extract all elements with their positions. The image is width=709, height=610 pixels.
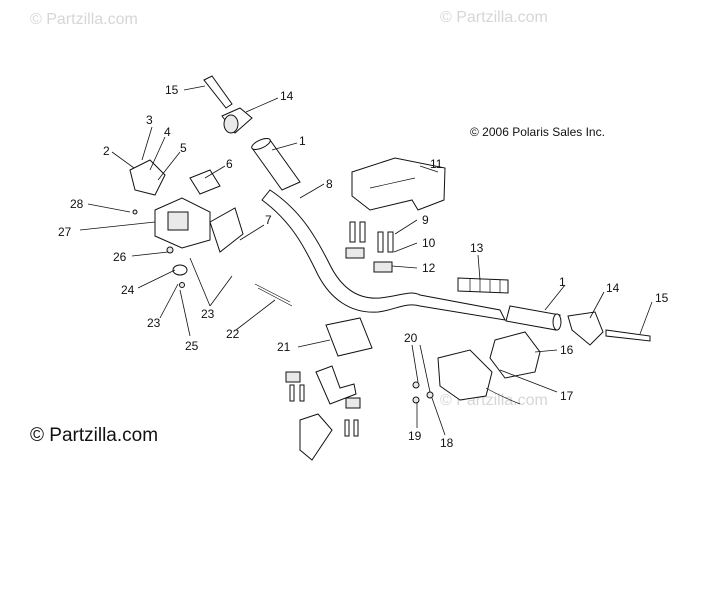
callout-7: 7 [265, 213, 272, 227]
copyright-text: © 2006 Polaris Sales Inc. [470, 125, 605, 139]
grip-left [251, 138, 301, 191]
callout-5: 5 [180, 141, 187, 155]
callout-8: 8 [326, 177, 333, 191]
callout-28: 28 [70, 197, 84, 211]
throttle-assembly [412, 331, 541, 405]
bolt-top [203, 75, 233, 109]
bolt-right [605, 329, 651, 342]
callout-1-right: 1 [559, 275, 566, 289]
grip-right [505, 305, 562, 331]
callout-16: 16 [560, 343, 574, 357]
callout-23-right: 23 [201, 307, 215, 321]
callout-6: 6 [226, 157, 233, 171]
watermark-top-right: © Partzilla.com [440, 9, 548, 26]
callout-13: 13 [470, 241, 484, 255]
callouts: 1 1 2 3 4 5 6 7 8 9 10 11 12 13 14 14 15… [58, 83, 669, 450]
callout-1-left: 1 [299, 134, 306, 148]
callout-14-right: 14 [606, 281, 620, 295]
handlebar-pad [351, 157, 446, 211]
callout-26: 26 [113, 250, 127, 264]
callout-15-right: 15 [655, 291, 669, 305]
brand-text: © Partzilla.com [30, 425, 158, 446]
callout-17: 17 [560, 389, 574, 403]
callout-14-top: 14 [280, 89, 294, 103]
switch-housing-left [129, 159, 244, 288]
callout-20: 20 [404, 331, 418, 345]
callout-3: 3 [146, 113, 153, 127]
callout-23-left: 23 [147, 316, 161, 330]
callout-25: 25 [185, 339, 199, 353]
callout-18: 18 [440, 436, 454, 450]
callout-12: 12 [422, 261, 436, 275]
callout-27: 27 [58, 225, 72, 239]
callout-11: 11 [430, 157, 443, 171]
bar-end-top [221, 107, 253, 134]
clamp-bolts [345, 221, 394, 273]
lower-assembly [285, 317, 373, 461]
watermark-top-left: © Partzilla.com [30, 11, 138, 28]
callout-2: 2 [103, 144, 110, 158]
handlebar [261, 189, 506, 321]
bar-end-right [567, 311, 604, 346]
callout-22: 22 [226, 327, 240, 341]
callout-10: 10 [422, 236, 436, 250]
cable-22 [254, 283, 293, 307]
leader-lines [79, 85, 653, 436]
callout-9: 9 [422, 213, 429, 227]
callout-15-top: 15 [165, 83, 179, 97]
callout-19: 19 [408, 429, 422, 443]
callout-21: 21 [277, 340, 291, 354]
callout-4: 4 [164, 125, 171, 139]
grip-13 [457, 277, 509, 294]
callout-24: 24 [121, 283, 135, 297]
